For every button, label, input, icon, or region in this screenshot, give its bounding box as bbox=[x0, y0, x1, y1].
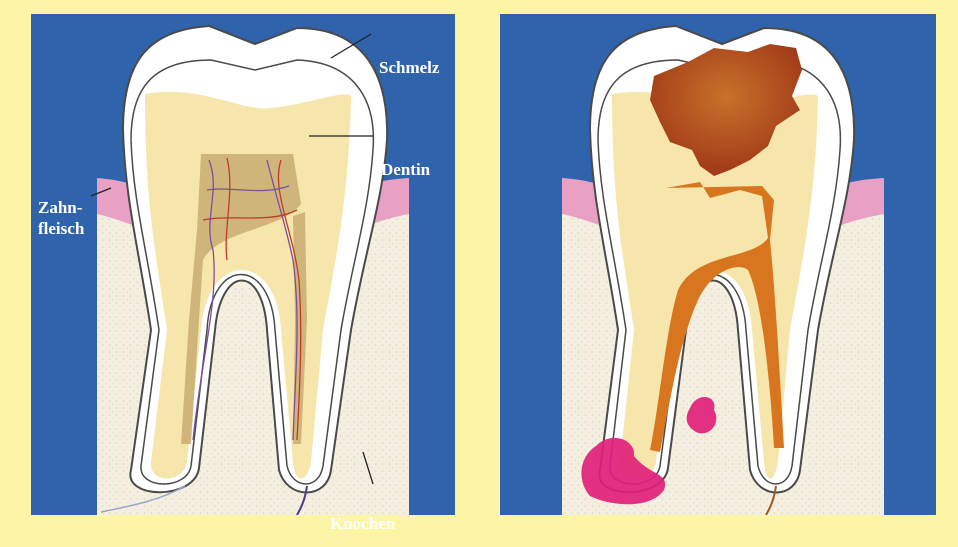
label-enamel: Schmelz bbox=[379, 58, 439, 77]
decayed-tooth-panel bbox=[500, 0, 936, 515]
label-gum-line2: fleisch bbox=[38, 219, 84, 238]
healthy-tooth-panel bbox=[31, 0, 455, 515]
label-bone: Knochen bbox=[330, 514, 395, 533]
label-dentin: Dentin bbox=[381, 160, 430, 179]
label-gum-line1: Zahn- bbox=[38, 198, 82, 217]
